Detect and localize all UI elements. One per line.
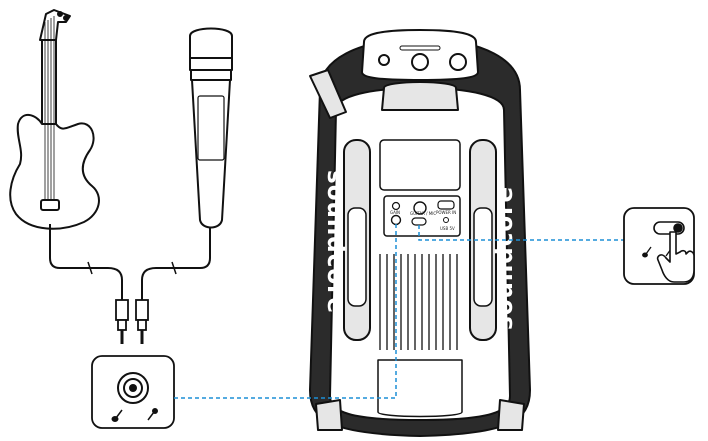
brand-logo-right: soundcore xyxy=(492,186,518,330)
pointing-hand-icon xyxy=(656,231,695,283)
mode-label: GUITAR / MIC xyxy=(410,211,436,216)
speaker-grille xyxy=(379,254,458,350)
electric-guitar xyxy=(9,9,100,230)
microphone-icon xyxy=(147,408,158,421)
slide-switch-icon xyxy=(653,221,685,235)
jack-callout-line xyxy=(174,224,397,399)
mode-switch-port xyxy=(411,217,427,226)
audio-cables xyxy=(49,224,211,302)
input-jack-port xyxy=(390,214,402,226)
switch-callout-line xyxy=(418,225,624,241)
jack-plugs xyxy=(115,299,149,344)
handheld-microphone xyxy=(189,27,233,229)
jack-callout xyxy=(91,355,175,429)
callout-lines xyxy=(174,224,624,399)
party-speaker xyxy=(309,29,531,437)
power-in-label: POWER IN xyxy=(436,210,456,215)
guitar-icon xyxy=(111,409,123,422)
usb-label: USB 5V xyxy=(440,226,455,231)
gain-label: GAIN xyxy=(390,210,400,215)
brand-logo-left: soundcore xyxy=(322,170,348,314)
switch-callout xyxy=(623,207,695,285)
